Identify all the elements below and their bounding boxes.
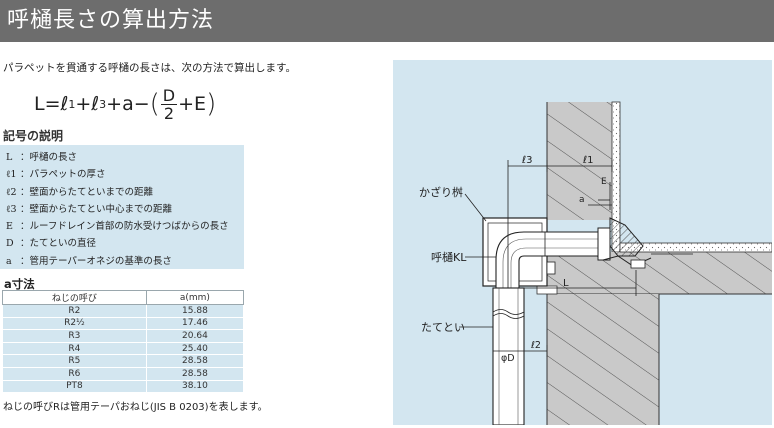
legend-item: D ：たてといの直径 xyxy=(6,235,244,252)
legend-text: ：ルーフドレイン首部の防水受けつばからの長さ xyxy=(20,221,229,233)
page-title: 呼樋長さの算出方法 xyxy=(0,0,774,42)
legend-symbol: ℓ2 xyxy=(6,186,17,198)
legend-item: a ：管用テーパーオネジの基準の長さ xyxy=(6,253,244,270)
table-cell: 25.40 xyxy=(145,341,245,356)
label-phi-d: φD xyxy=(501,353,515,364)
legend-item: ℓ2：壁面からたてといまでの距離 xyxy=(6,184,244,201)
formula-numerator: D xyxy=(160,85,178,105)
legend-symbol: ℓ1 xyxy=(6,169,17,181)
column-header: a(mm) xyxy=(145,290,245,305)
table-cell: R5 xyxy=(2,354,147,368)
label-l: L xyxy=(563,278,569,289)
downpipe xyxy=(492,287,525,425)
legend-item: ℓ1：パラペットの厚さ xyxy=(6,166,244,183)
table-cell: R4 xyxy=(2,341,147,356)
lower-wall xyxy=(536,220,660,425)
formula-mid: +a− xyxy=(106,93,150,115)
formula-l1: ℓ xyxy=(60,93,69,115)
legend-item: ℓ3：壁面からたてとい中心までの距離 xyxy=(6,201,244,218)
label-e: E xyxy=(601,177,607,187)
legend-text: ：壁面からたてとい中心までの距離 xyxy=(20,203,173,215)
column-header: ねじの呼び xyxy=(2,290,147,305)
formula-close-paren: ) xyxy=(206,89,217,119)
roof-drain xyxy=(597,217,693,269)
formula-open-paren: ( xyxy=(149,89,160,119)
formula-plus: + xyxy=(75,93,92,115)
legend-text: ：呼樋の長さ xyxy=(20,152,78,163)
table-cell: R2 xyxy=(2,304,147,318)
legend-text: ：たてといの直径 xyxy=(20,238,97,250)
table-cell: 28.58 xyxy=(145,366,245,381)
intro-text: パラペットを貫通する呼樋の長さは、次の方法で算出します。 xyxy=(3,62,296,74)
legend-box: L：呼樋の長さ ℓ1：パラペットの厚さ ℓ2：壁面からたてといまでの距離 ℓ3：… xyxy=(0,145,244,269)
legend-symbol: D xyxy=(6,238,14,250)
formula-l3-sub: 3 xyxy=(99,97,107,111)
label-elbow-pipe: 呼樋KL xyxy=(431,250,467,264)
legend-text: ：パラペットの厚さ xyxy=(20,169,106,181)
installation-diagram: かざり桝 呼樋KL たてとい ℓ3 ℓ1 E a L φD ℓ2 xyxy=(393,60,772,425)
table-cell: 28.58 xyxy=(145,354,245,368)
table-cell: R3 xyxy=(2,329,147,343)
label-downpipe: たてとい xyxy=(421,321,465,334)
label-l1: ℓ1 xyxy=(583,155,594,166)
table-cell: PT8 xyxy=(2,379,147,394)
table-cell: 38.10 xyxy=(145,379,245,394)
legend-item: E ：ルーフドレイン首部の防水受けつばからの長さ xyxy=(6,218,244,235)
roof-slab xyxy=(547,242,772,295)
legend-symbol: L xyxy=(6,152,13,163)
legend-text: ：管用テーパーオネジの基準の長さ xyxy=(20,255,172,267)
formula-fraction: D 2 xyxy=(160,85,178,123)
dimension-lines xyxy=(493,160,637,357)
table-cell: 17.46 xyxy=(145,316,245,331)
parapet-wall xyxy=(546,101,621,253)
formula-l3: ℓ xyxy=(91,93,100,115)
label-l2: ℓ2 xyxy=(531,340,541,351)
legend-text: ：壁面からたてといまでの距離 xyxy=(20,186,154,198)
formula-l1-sub: 1 xyxy=(68,97,76,111)
table-header-row: ねじの呼び a(mm) xyxy=(2,290,245,305)
formula-plus-e: +E xyxy=(178,93,207,115)
legend-symbol: ℓ3 xyxy=(6,203,17,215)
table-cell: 20.64 xyxy=(145,329,245,343)
label-decorative-box: かざり桝 xyxy=(419,185,463,199)
label-a: a xyxy=(579,195,585,205)
a-table-heading: a寸法 xyxy=(4,277,35,291)
legend-symbol: a xyxy=(6,255,12,267)
table-cell: R2½ xyxy=(2,316,147,331)
note-text: ねじの呼びRは管用テーパおねじ(JIS B 0203)を表します。 xyxy=(3,402,268,413)
label-l3: ℓ3 xyxy=(522,155,533,166)
legend-symbol: E xyxy=(6,221,13,233)
formula-denominator: 2 xyxy=(163,103,175,123)
legend-item: L ：呼樋の長さ xyxy=(6,149,244,166)
table-cell: 15.88 xyxy=(145,304,245,318)
legend-heading: 記号の説明 xyxy=(3,129,64,143)
formula-lhs: L= xyxy=(34,93,61,115)
table-cell: R6 xyxy=(2,366,147,381)
leader-lines xyxy=(459,193,496,328)
